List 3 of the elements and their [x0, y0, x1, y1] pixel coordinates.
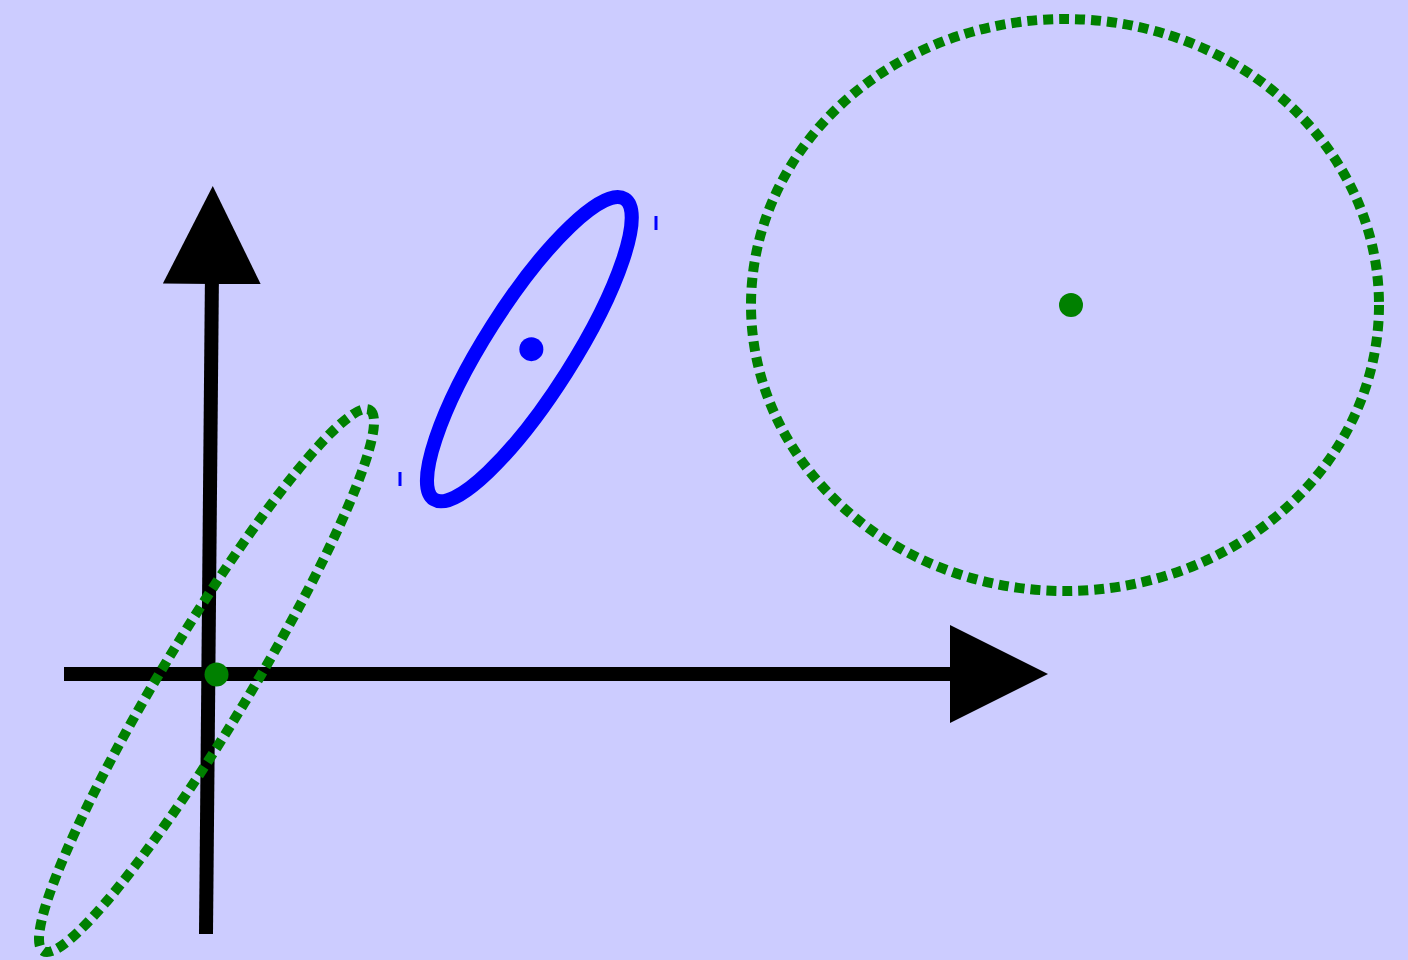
- dashed-ellipse: [745, 13, 1383, 595]
- dashed-ellipse: [33, 403, 379, 957]
- ellipse: [420, 190, 640, 510]
